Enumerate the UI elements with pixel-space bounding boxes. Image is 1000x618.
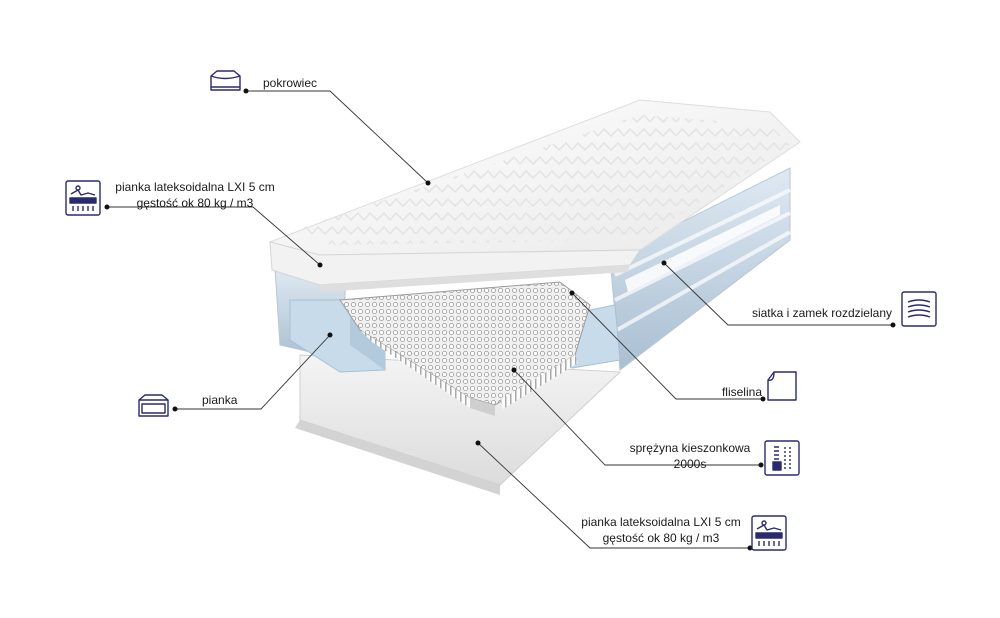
leader-foam [175,334,331,410]
leader-dots [104,88,896,551]
label-latex-bottom: pianka lateksoidalna LXI 5 cm gęstość ok… [574,514,748,546]
leader-springs [513,369,761,466]
zipper-mesh-icon [901,291,937,327]
label-foam-text: pianka [202,393,238,407]
label-latex-top: pianka lateksoidalna LXI 5 cm gęstość ok… [110,179,280,211]
latex-foam-icon [751,515,787,551]
label-nonwoven-text: fliselina [721,385,762,399]
label-foam: pianka [202,392,237,408]
label-mesh-zip: siatka i zamek rozdzielany [720,305,892,321]
foam-layer-icon [138,394,169,417]
leader-nonwoven [571,292,763,400]
label-springs-line2: 2000s [673,457,707,471]
mattress-cover-icon [210,70,241,91]
label-latex-bottom-line1: pianka lateksoidalna LXI 5 cm [581,515,741,529]
latex-foam-icon [65,180,101,216]
leader-latex-bottom [477,442,750,549]
label-cover: pokrowiec [263,75,317,91]
leader-lines [107,90,893,549]
pocket-spring-icon [764,440,800,476]
leader-mesh-zip [663,262,893,326]
label-cover-text: pokrowiec [263,76,318,90]
label-springs-line1: sprężyna kieszonkowa [629,441,751,455]
nonwoven-fabric-icon [767,371,797,401]
label-latex-bottom-line2: gęstość ok 80 kg / m3 [602,531,720,545]
pocket-spring-block [339,281,591,416]
label-latex-top-line1: pianka lateksoidalna LXI 5 cm [115,180,275,194]
label-nonwoven: fliselina [680,384,762,400]
leader-cover [246,90,429,184]
label-mesh-zip-text: siatka i zamek rozdzielany [751,306,892,320]
label-latex-top-line2: gęstość ok 80 kg / m3 [136,196,254,210]
leader-latex-top [107,206,321,266]
label-springs: sprężyna kieszonkowa 2000s [620,440,760,472]
mattress-illustration [268,99,801,495]
top-cover [268,99,801,292]
